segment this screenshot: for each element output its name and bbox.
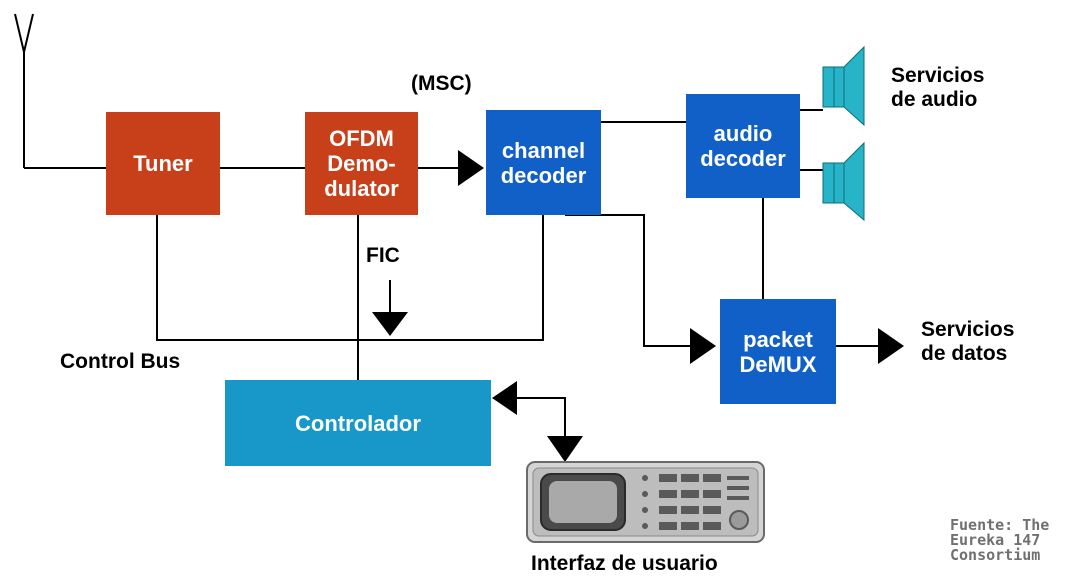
interfaz-usuario-label: Interfaz de usuario: [531, 552, 718, 575]
user-interface-terminal-icon: [526, 461, 765, 543]
signal-lines: [24, 109, 878, 438]
ofdm-demodulator-block: OFDM Demo- dulator: [305, 112, 418, 215]
arrow-ofdm-to-channel: [458, 150, 484, 186]
arrowheads: [372, 150, 904, 462]
tuner-block: Tuner: [106, 112, 220, 215]
arrow-to-servicios-datos: [878, 328, 904, 364]
control-bus-label: Control Bus: [60, 350, 181, 373]
source-credit: Fuente: The Eureka 147 Consortium: [950, 516, 1050, 564]
fic-label: FIC: [366, 244, 400, 267]
servicios-audio-label: Servicios de audio: [891, 64, 985, 111]
antenna-icon: [14, 13, 34, 168]
speaker-icon: [822, 45, 865, 127]
speaker-icon: [822, 141, 865, 222]
controlador-block: Controlador: [225, 380, 491, 466]
arrow-to-packet-demux: [690, 328, 716, 364]
packet-demux-block: packet DeMUX: [720, 299, 836, 404]
arrow-to-terminal: [547, 436, 583, 462]
servicios-datos-label: Servicios de datos: [921, 318, 1015, 365]
channel-decoder-block: channel decoder: [486, 110, 601, 215]
arrow-fic-down: [372, 312, 408, 336]
msc-label: (MSC): [411, 72, 472, 95]
arrow-to-controlador: [492, 381, 517, 415]
audio-decoder-block: audio decoder: [686, 94, 800, 198]
